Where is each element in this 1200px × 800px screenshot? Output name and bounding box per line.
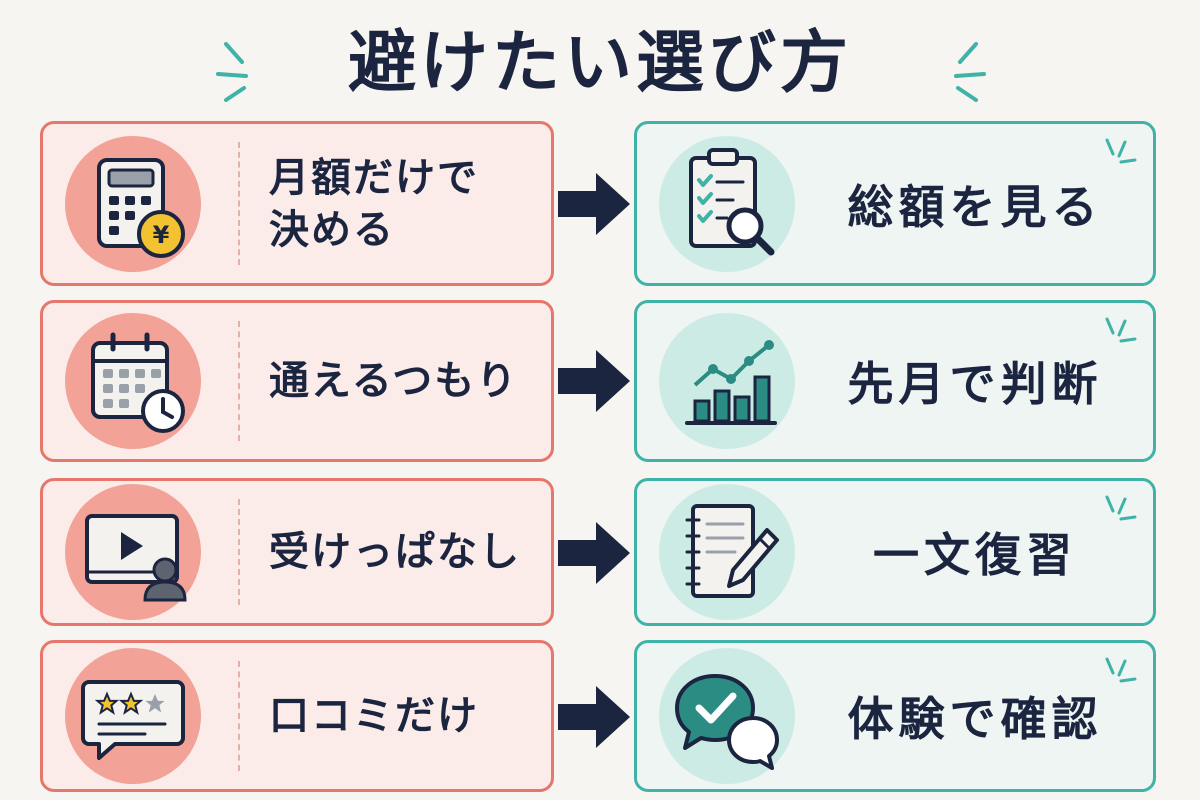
title-sparkle-left-icon (216, 42, 248, 102)
good-label: 先月で判断 (847, 357, 1103, 411)
arrow-right-icon (558, 522, 630, 584)
bad-label: 受けっぱなし (269, 529, 521, 575)
sparkle-icon (1105, 657, 1137, 683)
title-area: 避けたい選び方 (0, 14, 1200, 114)
bad-card-4: 口コミだけ (40, 640, 554, 792)
good-card-3: 一文復習 (634, 478, 1156, 626)
bad-card-1: ¥ 月額だけで 決める (40, 121, 554, 286)
calculator-yen-icon: ¥ (97, 157, 185, 258)
video-lesson-icon (85, 514, 187, 602)
bad-icon-circle: ¥ (65, 135, 201, 272)
notebook-pencil-icon (685, 504, 779, 598)
good-icon-circle (659, 484, 795, 620)
dashed-divider (238, 142, 240, 265)
good-label: 総額を見る (847, 179, 1103, 234)
bad-label: 通えるつもり (269, 358, 519, 404)
calendar-clock-icon (91, 332, 185, 433)
page-title: 避けたい選び方 (347, 24, 852, 103)
sparkle-icon (1105, 317, 1137, 343)
good-card-1: 総額を見る (634, 121, 1156, 286)
bad-card-3: 受けっぱなし (40, 478, 554, 626)
svg-text:¥: ¥ (153, 221, 170, 249)
arrow-right-icon (558, 686, 630, 748)
arrow-right-icon (558, 173, 630, 235)
dashed-divider (238, 661, 240, 771)
good-icon-circle (659, 648, 795, 784)
good-card-2: 先月で判断 (634, 300, 1156, 462)
arrow-right-icon (558, 350, 630, 412)
bad-icon-circle (65, 484, 201, 620)
good-icon-circle (659, 313, 795, 449)
sparkle-icon (1105, 495, 1137, 521)
title-sparkle-right-icon (954, 42, 986, 102)
bad-icon-circle (65, 648, 201, 784)
dashed-divider (238, 499, 240, 605)
good-label: 一文復習 (873, 528, 1077, 582)
bad-label: 口コミだけ (269, 693, 479, 739)
comparison-row-2: 通えるつもり 先月で判断 (0, 300, 1200, 462)
dashed-divider (238, 321, 240, 441)
sparkle-icon (1105, 138, 1137, 164)
chat-check-icon (675, 674, 779, 770)
bad-icon-circle (65, 313, 201, 449)
bad-label: 月額だけで 決める (269, 154, 479, 253)
good-card-4: 体験で確認 (634, 640, 1156, 792)
comparison-row-4: 口コミだけ 体験で確認 (0, 640, 1200, 792)
comparison-row-3: 受けっぱなし 一文復習 (0, 478, 1200, 626)
good-label: 体験で確認 (847, 692, 1103, 746)
bad-card-2: 通えるつもり (40, 300, 554, 462)
review-stars-icon (81, 680, 185, 760)
clipboard-magnifier-icon (689, 147, 775, 255)
good-icon-circle (659, 135, 795, 272)
bar-chart-trend-icon (685, 340, 777, 425)
comparison-row-1: ¥ 月額だけで 決める 総額を見る (0, 121, 1200, 286)
